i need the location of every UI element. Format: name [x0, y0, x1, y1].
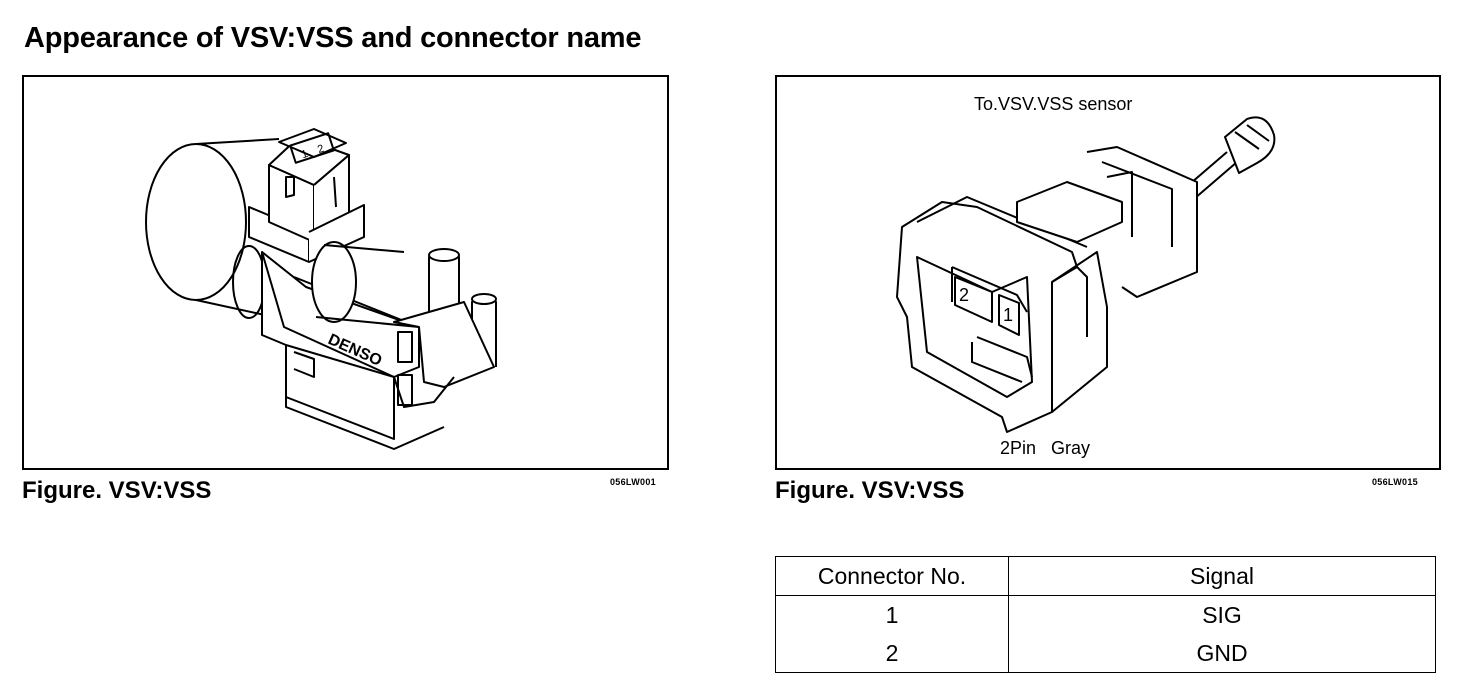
header-connector-no: Connector No.	[775, 556, 1009, 596]
table-row: 1 SIG	[775, 595, 1436, 634]
pin-label-2: 2	[316, 143, 326, 156]
table-header-row: Connector No. Signal	[775, 556, 1436, 596]
connector-illustration-panel: 2 1 To.VSV.VSS sensor 2Pin Gray	[775, 75, 1441, 470]
sensor-direction-label: To.VSV.VSS sensor	[974, 94, 1133, 114]
pin-label-2-right: 2	[959, 285, 969, 305]
figure-code-left: 056LW001	[610, 477, 656, 487]
pin-label-1-right: 1	[1003, 305, 1013, 325]
cell-connector-no: 2	[775, 634, 1009, 673]
figure-code-right: 056LW015	[1372, 477, 1418, 487]
pin-label-1: 1	[300, 148, 310, 161]
vsv-illustration-panel: DENSO 1 2	[22, 75, 669, 470]
cell-connector-no: 1	[775, 595, 1009, 634]
connector-signal-table: Connector No. Signal 1 SIG 2 GND	[775, 556, 1436, 673]
table-row: 2 GND	[775, 634, 1436, 673]
page-title: Appearance of VSV:VSS and connector name	[24, 22, 642, 54]
figure-caption-right: Figure. VSV:VSS	[775, 477, 965, 504]
cell-signal: GND	[1008, 634, 1436, 673]
figure-caption-left: Figure. VSV:VSS	[22, 477, 212, 504]
header-signal: Signal	[1008, 556, 1436, 596]
vsv-valve-drawing: DENSO 1 2	[145, 128, 497, 450]
cell-signal: SIG	[1008, 595, 1436, 634]
connector-drawing: 2 1	[896, 116, 1276, 433]
pin-count-color-label: 2Pin Gray	[1000, 438, 1091, 458]
